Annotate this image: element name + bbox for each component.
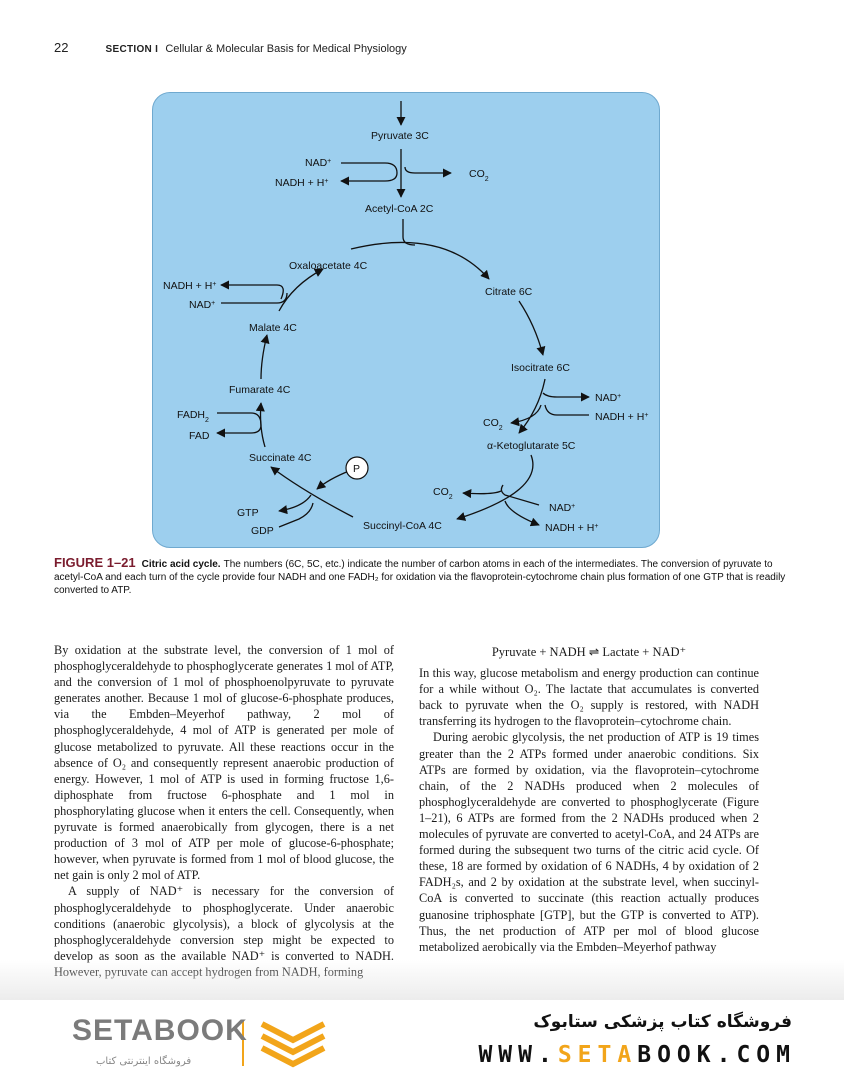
oxalo-to-citrate-arrow [350, 241, 490, 280]
nad-iso-in [542, 392, 590, 402]
store-name: فروشگاه کتاب پزشکی ستابوک [533, 1012, 792, 1032]
right-paragraph-2: During aerobic glycolysis, the net produ… [419, 730, 759, 954]
setabook-logo-icon [260, 1021, 326, 1068]
fad-label: FAD [189, 430, 210, 442]
nadh-top-out [340, 172, 398, 186]
page-number: 22 [54, 40, 69, 55]
fad-out [216, 424, 262, 438]
co2-iso-out [510, 404, 542, 427]
nad-top-label: NAD+ [305, 157, 331, 169]
nad-iso-label: NAD+ [595, 392, 621, 404]
oxaloacetate-label: Oxaloacetate 4C [289, 260, 368, 272]
citrate-label: Citrate 6C [485, 286, 533, 298]
logo-divider [242, 1020, 244, 1066]
malate-to-oxalo-arrow [278, 268, 324, 312]
succinyl-coa-label: Succinyl-CoA 4C [363, 520, 442, 532]
cycle-svg: Pyruvate 3C NAD+ NADH + H+ CO2 Acetyl-Co… [163, 101, 648, 537]
fadh2-label: FADH2 [177, 409, 209, 424]
left-column: By oxidation at the substrate level, the… [54, 642, 394, 980]
isocitrate-to-kg-arrow [518, 378, 546, 434]
fumarate-label: Fumarate 4C [229, 384, 291, 396]
right-column: Pyruvate + NADH ⇌ Lactate + NAD⁺ In this… [419, 644, 759, 955]
gtp-label: GTP [237, 507, 259, 519]
gdp-label: GDP [251, 525, 274, 537]
nadh-kg-out [504, 500, 540, 527]
co2-top-out [404, 166, 452, 178]
nadh-iso-out [544, 404, 589, 416]
fadh-line [217, 412, 262, 426]
citric-acid-cycle-diagram: Pyruvate 3C NAD+ NADH + H+ CO2 Acetyl-Co… [152, 92, 660, 548]
right-paragraph-1: In this way, glucose metabolism and ener… [419, 666, 759, 729]
fumarate-to-malate-arrow [260, 334, 270, 380]
caption-text: The numbers (6C, 5C, etc.) indicate the … [54, 559, 786, 596]
figure-caption: FIGURE 1–21 Citric acid cycle.The numbers… [54, 556, 794, 597]
citrate-to-isocitrate-arrow [518, 300, 546, 356]
section-label: SECTION I [105, 44, 159, 55]
logo-subtitle: فروشگاه اینترنتی کتاب [96, 1056, 192, 1067]
nad-top-in [341, 162, 398, 174]
nadh-kg-label: NADH + H+ [545, 522, 598, 534]
malate-label: Malate 4C [249, 322, 297, 334]
nad-kg-in [500, 484, 540, 506]
section-title: Cellular & Molecular Basis for Medical P… [165, 43, 407, 55]
nadh-mal-label: NADH + H+ [163, 280, 216, 292]
phosphate-circle [345, 456, 369, 480]
watermark-footer [0, 1000, 844, 1080]
succinyl-to-succinate-arrow [270, 466, 354, 518]
nad-mal-label: NAD+ [189, 299, 215, 311]
nad-mal-in [221, 292, 288, 304]
ketoglutarate-label: α-Ketoglutarate 5C [487, 440, 576, 452]
left-paragraph-1: By oxidation at the substrate level, the… [54, 643, 394, 883]
co2-kg-out [462, 489, 502, 499]
isocitrate-label: Isocitrate 6C [511, 362, 570, 374]
co2-top-label: CO2 [469, 168, 489, 183]
co2-kg-label: CO2 [433, 486, 453, 501]
bottom-fade [0, 960, 844, 1000]
nadh-mal-out [220, 280, 284, 300]
figure-label: FIGURE 1–21 [54, 555, 136, 570]
acetyl-join [402, 219, 416, 246]
succinate-label: Succinate 4C [249, 452, 312, 464]
kg-to-succinyl-arrow [456, 454, 534, 521]
lactate-equation: Pyruvate + NADH ⇌ Lactate + NAD⁺ [491, 645, 687, 659]
logo-text: SETABOOK [72, 1014, 248, 1047]
nadh-iso-label: NADH + H+ [595, 411, 648, 423]
gdp-in [278, 502, 314, 528]
p-arrow [316, 470, 350, 490]
caption-title: Citric acid cycle. [141, 559, 221, 570]
pyruvate-label: Pyruvate 3C [371, 130, 429, 142]
co2-iso-label: CO2 [483, 417, 503, 432]
acetyl-coa-label: Acetyl-CoA 2C [365, 203, 434, 215]
gtp-out [278, 494, 312, 515]
nadh-top-label: NADH + H+ [275, 177, 328, 189]
store-url: WWW.SETABOOK.COM [478, 1042, 796, 1068]
nad-kg-label: NAD+ [549, 502, 575, 514]
running-header: 22 SECTION I Cellular & Molecular Basis … [54, 40, 407, 55]
phosphate-label: P [353, 463, 360, 475]
